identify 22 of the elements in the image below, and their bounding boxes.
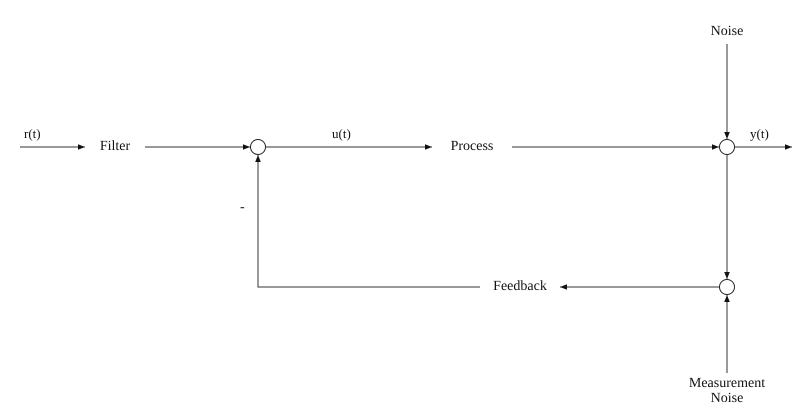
arrow [724, 154, 730, 280]
sign-label: - [240, 200, 245, 216]
block-label: Process [432, 135, 512, 159]
junction-circle [719, 279, 735, 295]
block-label: Measurement Noise [677, 373, 777, 409]
arrow [266, 144, 432, 150]
junction-circle [719, 139, 735, 155]
signal-label: y(t) [748, 126, 771, 142]
block-label: Feedback [480, 275, 560, 299]
signal-label: r(t) [22, 126, 43, 142]
arrow [512, 144, 720, 150]
junction-circle [250, 139, 266, 155]
arrow [724, 44, 730, 140]
block-label: Noise [697, 20, 757, 44]
signal-label: u(t) [330, 126, 353, 142]
arrow [144, 144, 250, 150]
block-label: Filter [85, 135, 145, 159]
arrow [255, 154, 480, 288]
arrow [734, 144, 792, 150]
arrow [724, 294, 730, 374]
arrow [560, 284, 720, 290]
arrow [20, 144, 86, 150]
